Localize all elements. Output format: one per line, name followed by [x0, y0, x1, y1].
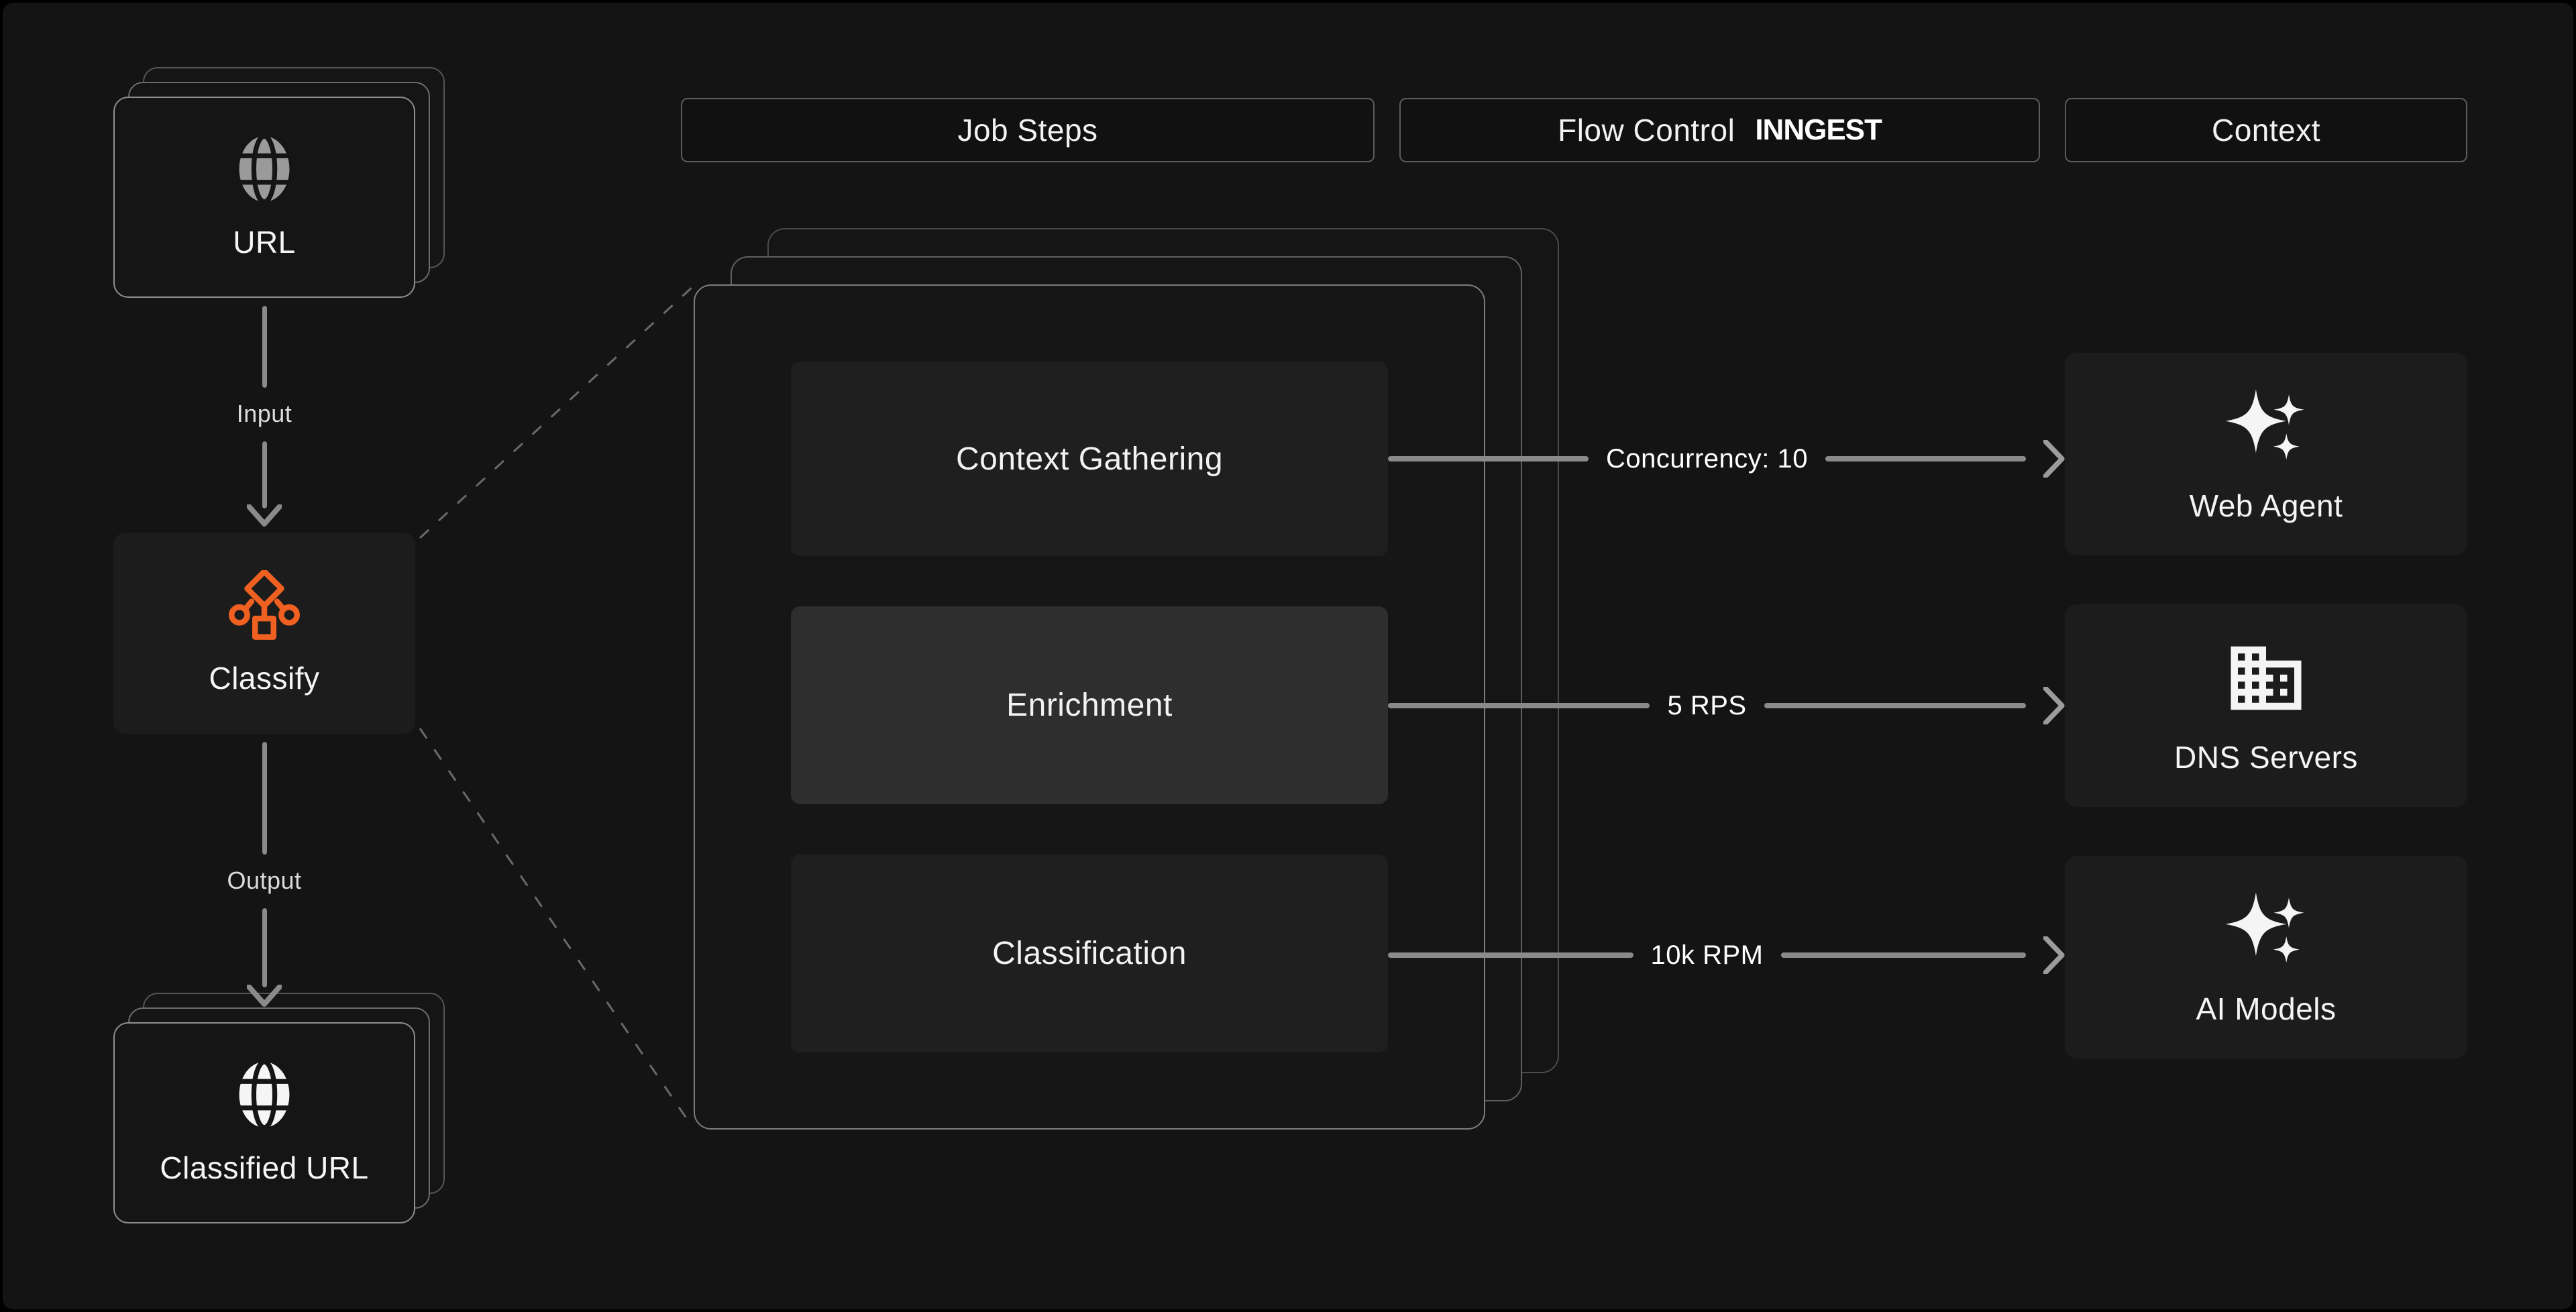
- header-context: Context: [2065, 98, 2467, 162]
- web-agent-label: Web Agent: [2189, 488, 2343, 523]
- classify-card-label: Classify: [209, 661, 320, 696]
- header-flow-control: Flow Control INNGEST: [1399, 98, 2040, 162]
- step-classification: Classification: [791, 855, 1388, 1052]
- arrow-line: [1388, 456, 1589, 461]
- inngest-logo: INNGEST: [1755, 113, 1882, 146]
- classified-url-card-label: Classified URL: [160, 1150, 369, 1185]
- flow-control-label: Concurrency: 10: [1606, 443, 1808, 474]
- header-job-steps-label: Job Steps: [957, 113, 1098, 148]
- step-enrichment: Enrichment: [791, 606, 1388, 804]
- arrow-right-icon: [2043, 687, 2065, 724]
- arrow-right-icon: [2043, 936, 2065, 974]
- ai-models-label: AI Models: [2196, 991, 2337, 1026]
- input-arrow-line-bottom: [262, 441, 267, 508]
- arrow-line: [1388, 952, 1633, 958]
- arrow-line: [1764, 703, 2027, 708]
- arrow-line: [1825, 456, 2027, 461]
- flow-arrow-rpm: 10k RPM: [1388, 934, 2065, 977]
- output-label: Output: [227, 867, 302, 894]
- flow-arrow-concurrency: Concurrency: 10: [1388, 437, 2065, 480]
- url-card: URL: [113, 97, 415, 298]
- sparkles-icon: [2224, 887, 2308, 972]
- url-card-label: URL: [233, 225, 296, 260]
- header-context-label: Context: [2211, 113, 2321, 148]
- arrow-down-icon: [247, 985, 282, 1007]
- step-label: Context Gathering: [955, 441, 1224, 477]
- arrow-line: [1780, 952, 2026, 958]
- classify-card: Classify: [113, 533, 415, 734]
- classify-tree-icon: [227, 570, 302, 641]
- output-arrow-line-bottom: [262, 908, 267, 987]
- classified-url-card-stack: Classified URL: [113, 993, 445, 1223]
- step-context-gathering: Context Gathering: [791, 362, 1388, 556]
- step-label: Enrichment: [1006, 688, 1173, 723]
- flow-arrow-rps: 5 RPS: [1388, 684, 2065, 727]
- globe-icon: [236, 1060, 292, 1130]
- output-arrow-line-top: [262, 742, 267, 855]
- step-label: Classification: [992, 936, 1187, 971]
- arrow-down-icon: [247, 504, 282, 527]
- sparkles-icon: [2224, 384, 2308, 469]
- web-agent-card: Web Agent: [2065, 353, 2467, 555]
- input-label: Input: [236, 400, 292, 427]
- globe-icon: [236, 134, 292, 204]
- header-flow-control-label: Flow Control: [1558, 113, 1735, 148]
- dns-servers-card: DNS Servers: [2065, 604, 2467, 807]
- input-arrow-line-top: [262, 306, 267, 388]
- arrow-right-icon: [2043, 440, 2065, 478]
- building-icon: [2224, 636, 2308, 720]
- header-job-steps: Job Steps: [681, 98, 1375, 162]
- url-card-stack: URL: [113, 67, 445, 298]
- dns-servers-label: DNS Servers: [2174, 740, 2358, 775]
- ai-models-card: AI Models: [2065, 856, 2467, 1058]
- classified-url-card: Classified URL: [113, 1022, 415, 1223]
- flow-control-label: 10k RPM: [1650, 940, 1764, 970]
- flow-control-label: 5 RPS: [1667, 690, 1747, 720]
- arrow-line: [1388, 703, 1650, 708]
- diagram-canvas: Job Steps Flow Control INNGEST Context U…: [3, 3, 2573, 1309]
